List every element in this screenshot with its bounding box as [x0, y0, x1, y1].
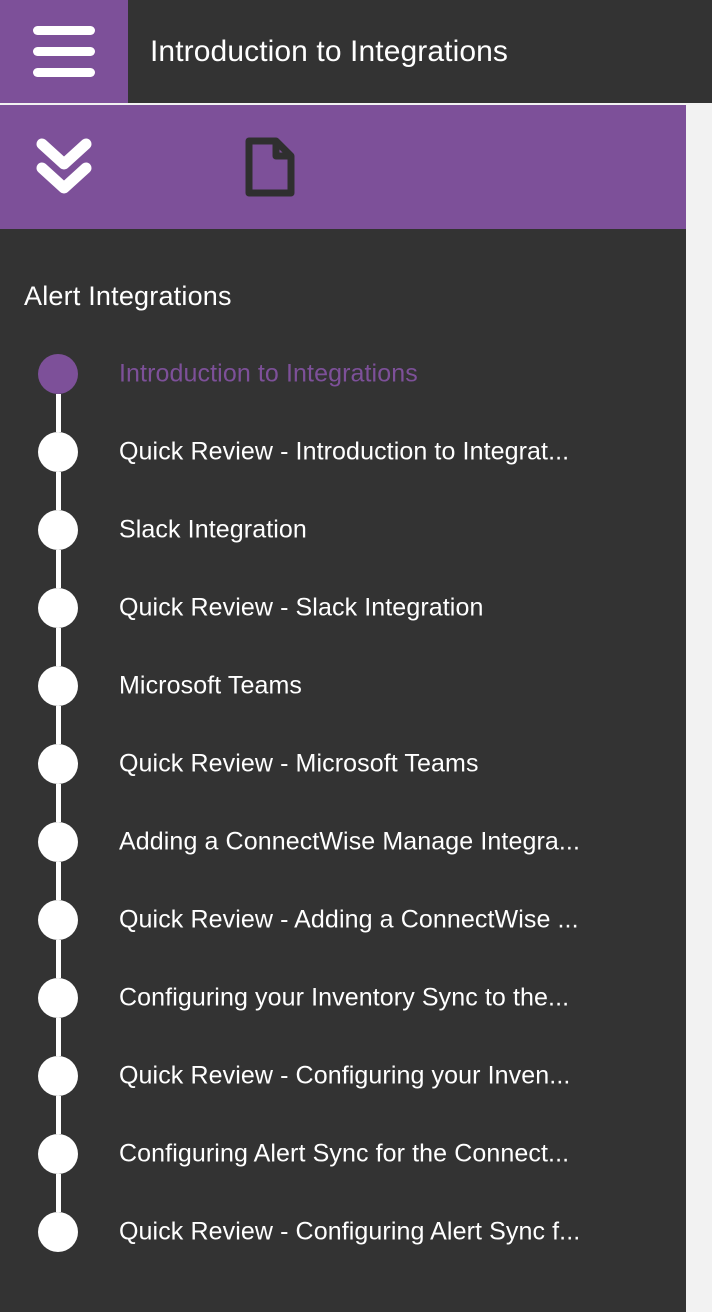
timeline-dot[interactable] — [38, 900, 78, 940]
timeline-connector-up — [55, 647, 61, 666]
timeline-connector-up — [55, 959, 61, 978]
timeline-marker — [38, 725, 78, 803]
timeline-connector-down — [55, 1096, 61, 1115]
timeline-dot-active[interactable] — [38, 354, 78, 394]
menu-bar-1 — [33, 26, 95, 35]
course-outline-panel: Alert Integrations Introduction to Integ… — [0, 229, 686, 1312]
lesson-item-label: Introduction to Integrations — [119, 359, 418, 388]
timeline-marker — [38, 1115, 78, 1193]
document-icon — [245, 137, 295, 197]
timeline-dot[interactable] — [38, 822, 78, 862]
lesson-item[interactable]: Adding a ConnectWise Manage Integra... — [0, 803, 686, 881]
lesson-item[interactable]: Introduction to Integrations — [0, 335, 686, 413]
lesson-item-label: Quick Review - Configuring your Inven... — [119, 1061, 571, 1090]
timeline-marker — [38, 959, 78, 1037]
menu-bar-2 — [33, 47, 95, 56]
lesson-item[interactable]: Quick Review - Configuring your Inven... — [0, 1037, 686, 1115]
timeline-marker — [38, 569, 78, 647]
timeline-dot[interactable] — [38, 1212, 78, 1252]
timeline-marker — [38, 647, 78, 725]
collapse-toggle-button[interactable] — [0, 105, 128, 229]
lesson-item-label: Quick Review - Slack Integration — [119, 593, 484, 622]
lesson-item[interactable]: Quick Review - Microsoft Teams — [0, 725, 686, 803]
lesson-item[interactable]: Microsoft Teams — [0, 647, 686, 725]
timeline-connector-down — [55, 472, 61, 491]
lesson-item-label: Quick Review - Introduction to Integrat.… — [119, 437, 570, 466]
timeline-connector-up — [55, 1037, 61, 1056]
timeline-dot[interactable] — [38, 978, 78, 1018]
lesson-item[interactable]: Configuring your Inventory Sync to the..… — [0, 959, 686, 1037]
lesson-item-label: Quick Review - Configuring Alert Sync f.… — [119, 1217, 581, 1246]
lesson-item[interactable]: Quick Review - Adding a ConnectWise ... — [0, 881, 686, 959]
timeline-marker — [38, 1037, 78, 1115]
timeline-connector-up — [55, 1193, 61, 1212]
lesson-item-label: Microsoft Teams — [119, 671, 303, 700]
timeline-dot[interactable] — [38, 510, 78, 550]
timeline-connector-down — [55, 940, 61, 959]
menu-bar-3 — [33, 68, 95, 77]
timeline-connector-up — [55, 1115, 61, 1134]
lesson-item[interactable]: Quick Review - Slack Integration — [0, 569, 686, 647]
timeline-dot[interactable] — [38, 588, 78, 628]
timeline-marker — [38, 413, 78, 491]
timeline-dot[interactable] — [38, 432, 78, 472]
lesson-item-label: Configuring your Inventory Sync to the..… — [119, 983, 570, 1012]
lesson-item[interactable]: Quick Review - Introduction to Integrat.… — [0, 413, 686, 491]
timeline-dot[interactable] — [38, 666, 78, 706]
timeline-connector-down — [55, 1018, 61, 1037]
lesson-item-label: Adding a ConnectWise Manage Integra... — [119, 827, 581, 856]
timeline-marker — [38, 1193, 78, 1271]
timeline-connector-down — [55, 550, 61, 569]
page-title: Introduction to Integrations — [150, 34, 509, 68]
lesson-item[interactable]: Slack Integration — [0, 491, 686, 569]
timeline-connector-up — [55, 803, 61, 822]
timeline-connector-down — [55, 862, 61, 881]
lesson-item-label: Quick Review - Adding a ConnectWise ... — [119, 905, 579, 934]
timeline-connector-up — [55, 881, 61, 900]
timeline-dot[interactable] — [38, 744, 78, 784]
timeline-connector-up — [55, 491, 61, 510]
timeline-marker — [38, 491, 78, 569]
document-view-button[interactable] — [206, 105, 334, 229]
timeline-marker — [38, 335, 78, 413]
timeline-connector-up — [55, 725, 61, 744]
section-heading: Alert Integrations — [24, 281, 232, 311]
lesson-item-label: Configuring Alert Sync for the Connect..… — [119, 1139, 570, 1168]
lesson-item-label: Quick Review - Microsoft Teams — [119, 749, 479, 778]
timeline-marker — [38, 803, 78, 881]
secondary-toolbar — [0, 105, 686, 229]
lesson-item[interactable]: Configuring Alert Sync for the Connect..… — [0, 1115, 686, 1193]
timeline-connector-up — [55, 413, 61, 432]
timeline-dot[interactable] — [38, 1134, 78, 1174]
timeline-connector-down — [55, 1174, 61, 1193]
lesson-item-label: Slack Integration — [119, 515, 307, 544]
chevron-double-down-icon — [36, 138, 92, 194]
timeline-connector-down — [55, 394, 61, 413]
top-app-bar: Introduction to Integrations — [0, 0, 712, 103]
timeline-marker — [38, 881, 78, 959]
timeline-connector-up — [55, 569, 61, 588]
timeline-connector-down — [55, 706, 61, 725]
hamburger-menu-icon[interactable] — [0, 0, 128, 103]
lesson-item[interactable]: Quick Review - Configuring Alert Sync f.… — [0, 1193, 686, 1271]
timeline-dot[interactable] — [38, 1056, 78, 1096]
timeline-connector-down — [55, 784, 61, 803]
timeline-connector-down — [55, 628, 61, 647]
